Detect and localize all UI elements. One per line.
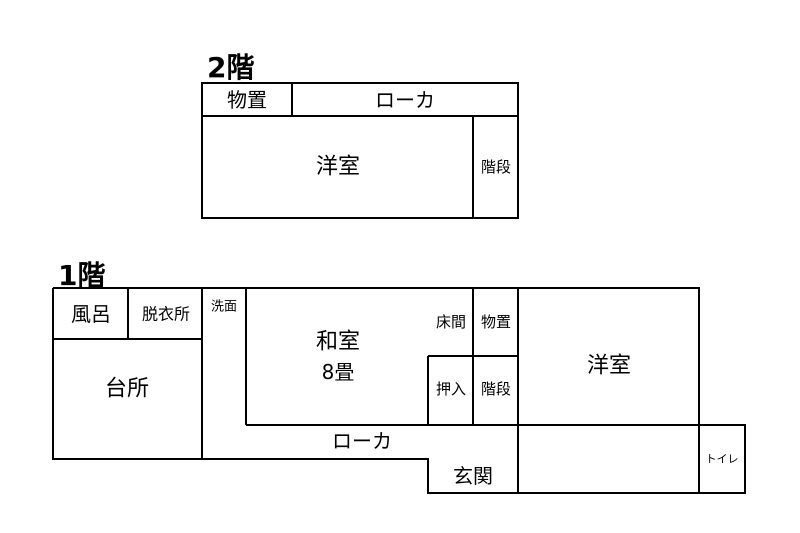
- washroom-label: 洗面: [211, 300, 237, 315]
- first-floor-title: 1階: [58, 259, 105, 292]
- first-floor-plan: [52, 287, 746, 494]
- closet-label: 押入: [436, 380, 466, 398]
- first-floor-stairs-label: 階段: [481, 380, 511, 398]
- kitchen-label: 台所: [105, 377, 149, 402]
- tokonoma-label: 床間: [436, 313, 466, 331]
- second-floor-western-room-label: 洋室: [316, 155, 360, 180]
- first-floor-western-room-label: 洋室: [587, 354, 631, 379]
- second-floor-storage-label: 物置: [227, 88, 267, 112]
- first-floor-outline: [52, 287, 746, 494]
- second-floor-stairs-label: 階段: [481, 158, 511, 176]
- entrance-label: 玄関: [453, 464, 493, 488]
- bath-label: 風呂: [71, 302, 111, 326]
- second-floor-outline: [201, 82, 519, 219]
- toilet-label: トイレ: [706, 453, 739, 466]
- second-floor-title: 2階: [207, 51, 254, 84]
- second-floor-hallway-label: ローカ: [375, 88, 435, 112]
- first-floor-storage-label: 物置: [481, 313, 511, 331]
- first-floor-hallway-label: ローカ: [332, 429, 392, 453]
- second-floor-plan: [201, 82, 519, 219]
- japanese-room-label: 和室: [316, 330, 360, 355]
- japanese-room-size-label: 8畳: [322, 360, 355, 384]
- dressing-room-label: 脱衣所: [142, 305, 190, 324]
